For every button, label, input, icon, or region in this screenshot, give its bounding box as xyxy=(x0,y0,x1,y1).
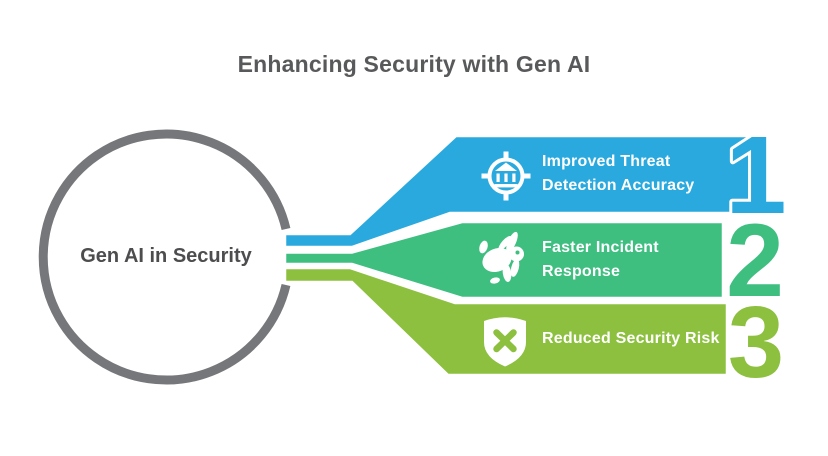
banner-label-3-line-1: Reduced Security Risk xyxy=(542,330,720,347)
banner-label-2-line-1: Faster Incident xyxy=(542,239,659,256)
banner-label-1-line-1: Improved Threat xyxy=(542,153,671,170)
circle-label: Gen AI in Security xyxy=(80,245,252,267)
running-rabbit-icon xyxy=(479,231,524,284)
step-number-3: 3 xyxy=(728,287,784,399)
target-crosshair-bank-icon xyxy=(481,151,531,201)
circle-ring xyxy=(38,129,291,385)
banner-label-1-line-2: Detection Accuracy xyxy=(542,177,695,194)
banner-label-2-line-2: Response xyxy=(542,263,621,280)
page-title: Enhancing Security with Gen AI xyxy=(237,51,591,77)
ribbon-step-1 xyxy=(283,134,757,249)
rabbit-eye xyxy=(515,250,520,255)
banner-label-3: Reduced Security Risk xyxy=(542,303,762,375)
step-number-2: 2 xyxy=(726,203,784,319)
banner-label-1: Improved Threat Detection Accuracy xyxy=(542,134,762,214)
banner-label-2: Faster Incident Response xyxy=(542,222,762,298)
shield-x-icon xyxy=(484,317,526,367)
step-number-1: 1 xyxy=(725,114,786,237)
